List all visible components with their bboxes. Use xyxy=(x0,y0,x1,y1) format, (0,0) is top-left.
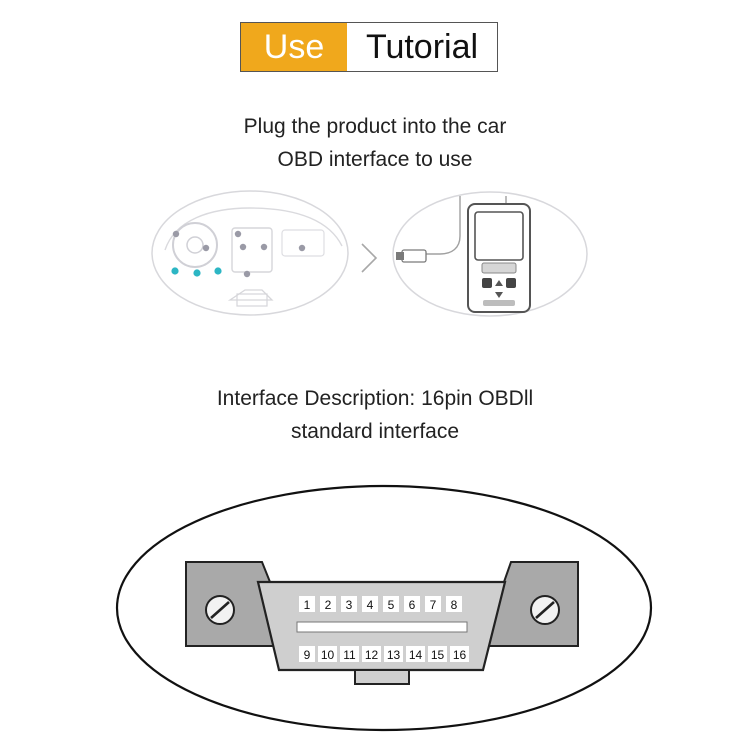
pin-box xyxy=(406,646,425,662)
bottom-pin-row: 9 10 11 12 13 14 15 16 xyxy=(299,646,469,662)
pin-label-14: 14 xyxy=(409,648,423,662)
car-dashboard-icon xyxy=(151,190,349,316)
connector-tab xyxy=(354,669,410,685)
pin-label-11: 11 xyxy=(343,648,356,662)
chevron-right-icon xyxy=(361,243,378,273)
pin-box xyxy=(362,596,378,612)
pin-box xyxy=(340,646,359,662)
pin-box xyxy=(362,646,381,662)
port-highlight xyxy=(214,267,222,275)
pin-label-10: 10 xyxy=(321,648,335,662)
pin-label-16: 16 xyxy=(453,648,467,662)
usage-caption-line1: Plug the product into the car xyxy=(243,115,507,138)
pin-label-13: 13 xyxy=(387,648,401,662)
interface-caption-line2: standard interface xyxy=(290,420,460,443)
pin-label-7: 7 xyxy=(430,598,437,612)
pin-label-1: 1 xyxy=(304,598,311,612)
pin-box xyxy=(404,596,420,612)
pin-label-15: 15 xyxy=(431,648,445,662)
pin-box xyxy=(341,596,357,612)
port-marker xyxy=(202,244,210,252)
use-tag: Use xyxy=(241,23,347,71)
pin-box xyxy=(384,646,403,662)
pin-box xyxy=(428,646,447,662)
pin-box xyxy=(299,646,315,662)
pin-label-6: 6 xyxy=(409,598,416,612)
pin-label-3: 3 xyxy=(346,598,353,612)
port-marker xyxy=(234,230,242,238)
pin-box xyxy=(446,596,462,612)
usage-caption-line2: OBD interface to use xyxy=(277,148,473,171)
pin-label-9: 9 xyxy=(304,648,311,662)
pin-label-2: 2 xyxy=(325,598,332,612)
pin-label-12: 12 xyxy=(365,648,379,662)
pin-box xyxy=(318,646,337,662)
header-badge: Use Tutorial xyxy=(240,22,498,72)
port-highlight xyxy=(171,267,179,275)
port-marker xyxy=(260,243,268,251)
screw-icon xyxy=(530,595,560,625)
pin-label-4: 4 xyxy=(367,598,374,612)
tutorial-title: Tutorial xyxy=(347,23,497,71)
port-marker xyxy=(239,243,247,251)
pin-box xyxy=(425,596,441,612)
connector-center-bar xyxy=(296,621,468,633)
pin-box xyxy=(320,596,336,612)
pin-box xyxy=(383,596,399,612)
pin-label-8: 8 xyxy=(451,598,458,612)
port-marker xyxy=(243,270,251,278)
usage-caption: Plug the product into the car OBD interf… xyxy=(0,110,750,176)
port-marker xyxy=(298,244,306,252)
pin-label-5: 5 xyxy=(388,598,395,612)
interface-caption-line1: Interface Description: 16pin OBDll xyxy=(216,387,534,410)
pin-box xyxy=(450,646,469,662)
pin-box xyxy=(299,596,315,612)
connector-frame xyxy=(115,484,653,732)
port-marker xyxy=(172,230,180,238)
port-highlight xyxy=(193,269,201,277)
obd-scanner-icon xyxy=(392,191,588,317)
screw-icon xyxy=(205,595,235,625)
interface-caption: Interface Description: 16pin OBDll stand… xyxy=(0,382,750,448)
